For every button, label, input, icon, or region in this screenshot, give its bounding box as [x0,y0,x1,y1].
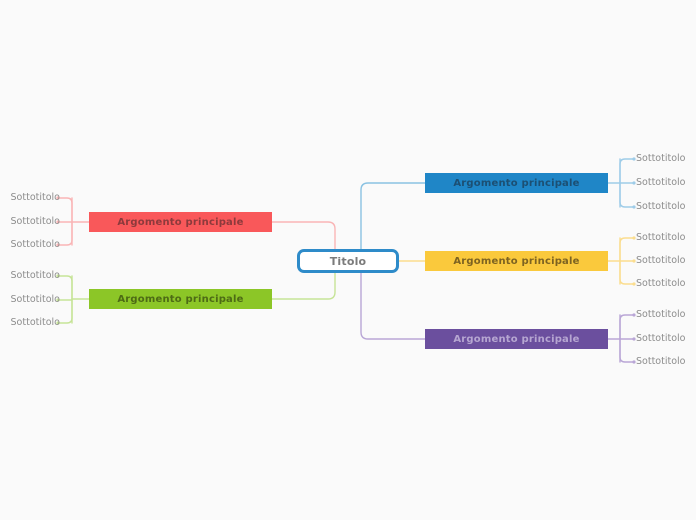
connector-endpoint-dot [632,337,636,341]
main-topic-node[interactable]: Argomento principale [89,289,272,309]
main-topic-label: Argomento principale [453,255,580,267]
connector-endpoint-dot [632,360,636,364]
connector-path [57,197,73,223]
sub-topic-label[interactable]: Sottotitolo [10,216,60,227]
main-topic-node[interactable]: Argomento principale [425,251,608,271]
connector-endpoint-dot [56,298,60,302]
connector-endpoint-dot [56,321,60,325]
connector-path [619,260,635,285]
main-topic-label: Argomento principale [453,333,580,345]
connector-path [57,298,73,324]
sub-topic-label[interactable]: Sottotitolo [636,232,686,243]
sub-topic-label[interactable]: Sottotitolo [636,255,686,266]
connector-endpoint-dot [632,313,636,317]
sub-topic-label[interactable]: Sottotitolo [10,270,60,281]
sub-topic-label[interactable]: Sottotitolo [636,201,686,212]
connector-endpoint-dot [632,259,636,263]
connector-path [57,221,73,246]
connector-path [619,237,635,262]
connector-path [619,314,635,340]
connector-endpoint-dot [632,282,636,286]
root-node-titolo[interactable]: Titolo [297,249,399,273]
sub-topic-label[interactable]: Sottotitolo [10,294,60,305]
connector-endpoint-dot [56,274,60,278]
connector-endpoint-dot [56,196,60,200]
connector-endpoint-dot [632,236,636,240]
connector-endpoint-dot [56,243,60,247]
sub-topic-label[interactable]: Sottotitolo [10,192,60,203]
connector-endpoint-dot [56,220,60,224]
sub-topic-label[interactable]: Sottotitolo [636,356,686,367]
sub-topic-label[interactable]: Sottotitolo [636,177,686,188]
sub-topic-label[interactable]: Sottotitolo [636,278,686,289]
sub-topic-label[interactable]: Sottotitolo [10,239,60,250]
connector-path [619,158,635,184]
main-topic-label: Argomento principale [117,293,244,305]
connector-endpoint-dot [632,157,636,161]
connector-path [619,338,635,363]
main-topic-node[interactable]: Argomento principale [89,212,272,232]
sub-topic-label[interactable]: Sottotitolo [636,309,686,320]
sub-topic-label[interactable]: Sottotitolo [10,317,60,328]
root-node-label: Titolo [329,254,367,268]
connector-endpoint-dot [632,181,636,185]
main-topic-label: Argomento principale [453,177,580,189]
main-topic-label: Argomento principale [117,216,244,228]
sub-topic-label[interactable]: Sottotitolo [636,333,686,344]
connector-path [57,275,73,300]
main-topic-node[interactable]: Argomento principale [425,329,608,349]
main-topic-node[interactable]: Argomento principale [425,173,608,193]
connector-path [619,182,635,208]
sub-topic-label[interactable]: Sottotitolo [636,153,686,164]
connector-endpoint-dot [632,205,636,209]
